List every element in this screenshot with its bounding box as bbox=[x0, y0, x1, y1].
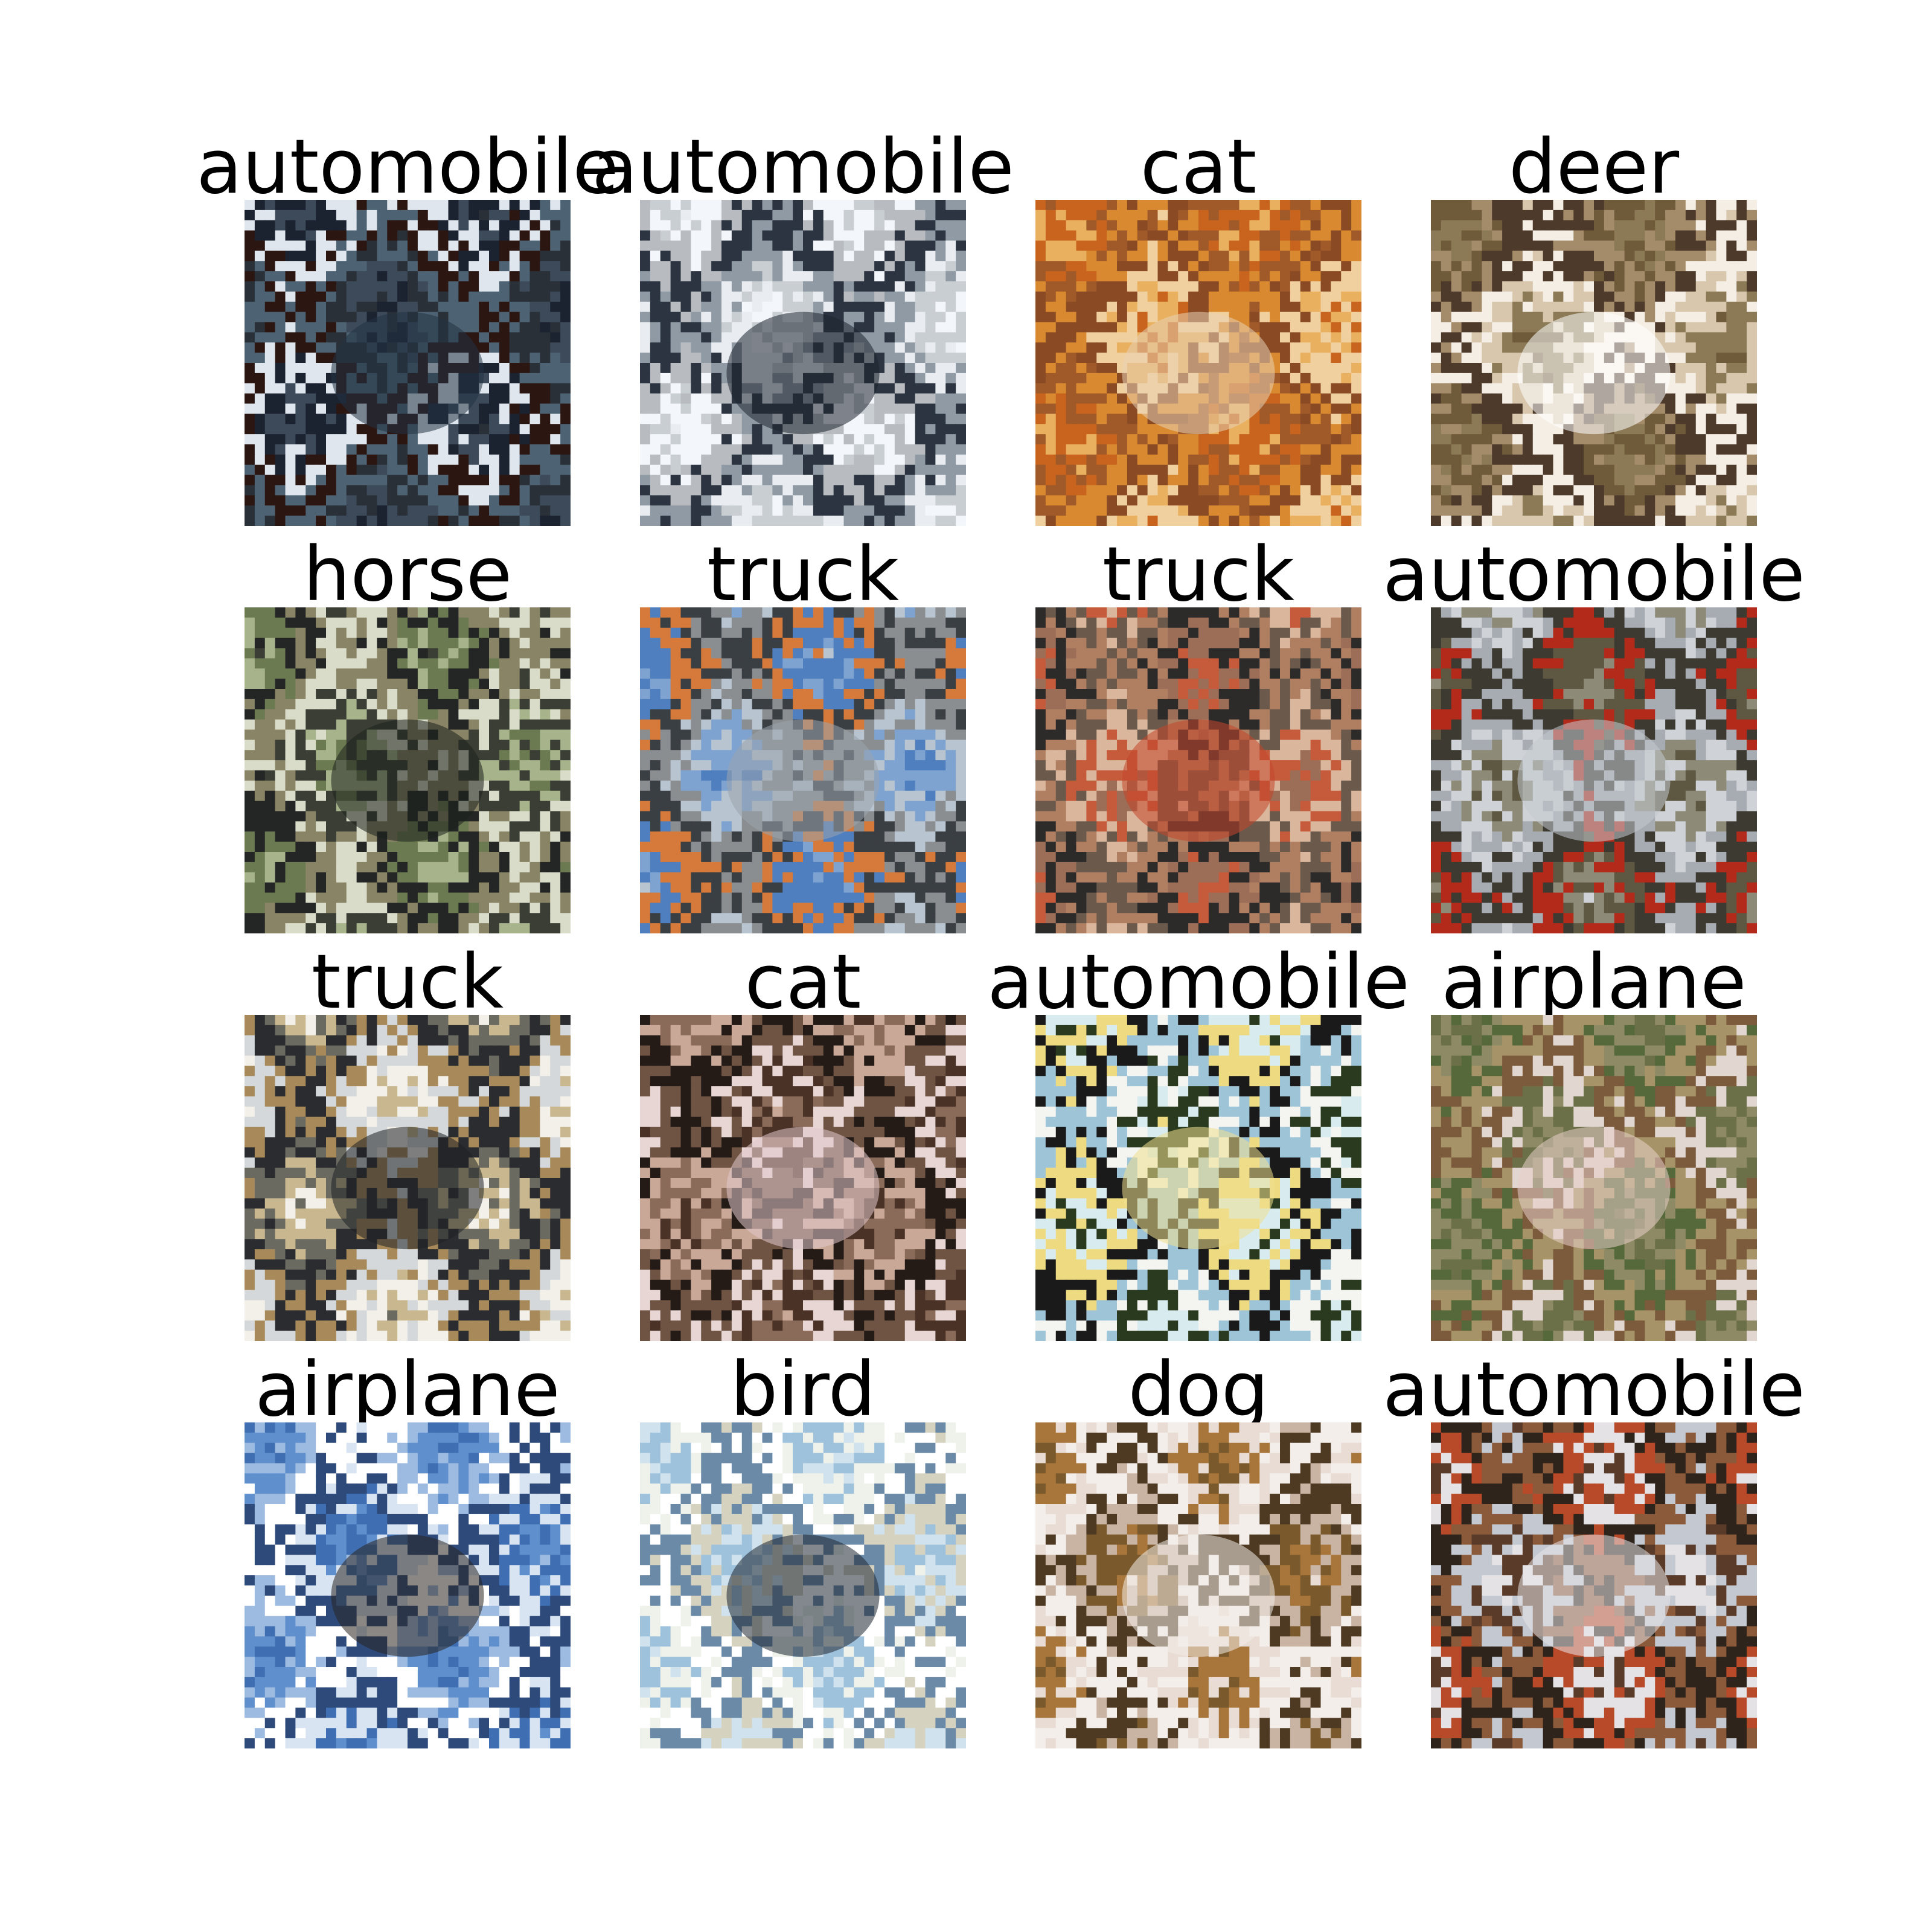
generated-image bbox=[245, 1015, 571, 1341]
image-label: automobile bbox=[196, 124, 619, 211]
image-label: airplane bbox=[255, 1346, 560, 1433]
grid-cell: automobile bbox=[1383, 537, 1805, 933]
grid-cell: automobile bbox=[592, 130, 1014, 526]
grid-cell: horse bbox=[245, 531, 571, 933]
grid-cell: truck bbox=[640, 531, 966, 933]
grid-cell: airplane bbox=[1431, 939, 1757, 1341]
pixel-image bbox=[1431, 607, 1757, 933]
image-label: truck bbox=[311, 939, 504, 1026]
image-label: automobile bbox=[592, 124, 1014, 211]
pixel-image bbox=[245, 1015, 571, 1341]
pixel-image bbox=[1035, 607, 1361, 933]
grid-cell: airplane bbox=[245, 1346, 571, 1748]
grid-cell: deer bbox=[1431, 124, 1757, 526]
pixel-image bbox=[245, 200, 571, 526]
image-label: truck bbox=[1102, 531, 1295, 618]
pixel-image bbox=[245, 607, 571, 933]
pixel-image bbox=[1431, 1422, 1757, 1748]
image-label: cat bbox=[744, 939, 862, 1026]
pixel-image bbox=[640, 1422, 966, 1748]
generated-image bbox=[1035, 1015, 1361, 1341]
grid-cell: dog bbox=[1035, 1346, 1361, 1748]
image-label: truck bbox=[706, 531, 900, 618]
generated-image bbox=[1431, 1422, 1757, 1748]
generated-image bbox=[1431, 607, 1757, 933]
pixel-image bbox=[245, 1422, 571, 1748]
pixel-image bbox=[640, 1015, 966, 1341]
pixel-image bbox=[1431, 200, 1757, 526]
grid-cell: truck bbox=[1035, 531, 1361, 933]
image-label: automobile bbox=[1383, 1346, 1805, 1433]
pixel-image bbox=[1035, 1422, 1361, 1748]
generated-image bbox=[1035, 1422, 1361, 1748]
grid-cell: automobile bbox=[196, 130, 619, 526]
generated-image bbox=[640, 1422, 966, 1748]
image-label: dog bbox=[1128, 1346, 1269, 1433]
image-label: automobile bbox=[987, 939, 1410, 1026]
image-label: horse bbox=[302, 531, 513, 618]
grid-cell: automobile bbox=[1383, 1352, 1805, 1748]
generated-image bbox=[1431, 200, 1757, 526]
grid-cell: cat bbox=[640, 939, 966, 1341]
pixel-image bbox=[1431, 1015, 1757, 1341]
image-label: cat bbox=[1140, 124, 1257, 211]
pixel-image bbox=[640, 200, 966, 526]
pixel-image bbox=[1035, 1015, 1361, 1341]
generated-image bbox=[1035, 200, 1361, 526]
image-label: deer bbox=[1508, 124, 1680, 211]
generated-image bbox=[640, 607, 966, 933]
pixel-image bbox=[640, 607, 966, 933]
image-label: automobile bbox=[1383, 531, 1805, 618]
image-label: bird bbox=[730, 1346, 876, 1433]
generated-image bbox=[640, 200, 966, 526]
generated-image bbox=[245, 1422, 571, 1748]
grid-cell: truck bbox=[245, 939, 571, 1341]
grid-cell: cat bbox=[1035, 124, 1361, 526]
generated-image bbox=[1431, 1015, 1757, 1341]
image-label: airplane bbox=[1441, 939, 1747, 1026]
generated-image bbox=[245, 200, 571, 526]
pixel-image bbox=[1035, 200, 1361, 526]
grid-cell: automobile bbox=[987, 945, 1410, 1341]
generated-image bbox=[1035, 607, 1361, 933]
grid-cell: bird bbox=[640, 1346, 966, 1748]
generated-image bbox=[640, 1015, 966, 1341]
generated-image bbox=[245, 607, 571, 933]
